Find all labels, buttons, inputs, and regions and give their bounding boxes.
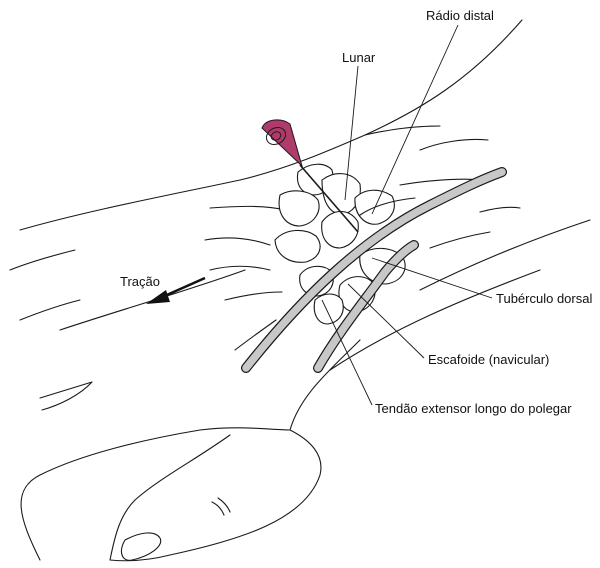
extensor-tendon-upper-fill (242, 168, 506, 372)
label-tracao: Tração (120, 274, 160, 289)
leader-tuberculo (371, 257, 493, 299)
leader-lunar (344, 65, 359, 201)
needle (261, 119, 359, 233)
distal-radius (359, 197, 416, 216)
hand-outline (9, 19, 591, 562)
label-tendao: Tendão extensor longo do polegar (375, 401, 572, 416)
label-radio-distal: Rádio distal (426, 8, 494, 23)
label-tuberculo-dorsal: Tubérculo dorsal (496, 291, 592, 306)
needle-hub-icon (261, 119, 303, 168)
carpal-bones (274, 163, 406, 325)
extensor-pollicis-longus-tendon-fill (314, 241, 418, 372)
labels: Rádio distal Lunar Tração Tubérculo dors… (120, 8, 592, 416)
leader-lines (321, 24, 493, 406)
leader-escafoide (347, 283, 425, 359)
traction-arrow-icon (146, 276, 206, 304)
needle-hub-opening (265, 126, 287, 146)
needle-hub-inner (270, 131, 282, 141)
label-lunar: Lunar (342, 50, 376, 65)
label-escafoide: Escafoide (navicular) (428, 352, 549, 367)
leader-radio-distal (371, 24, 459, 215)
needle-shaft (299, 164, 359, 233)
leader-tendao (321, 299, 373, 406)
tendons (241, 167, 507, 373)
